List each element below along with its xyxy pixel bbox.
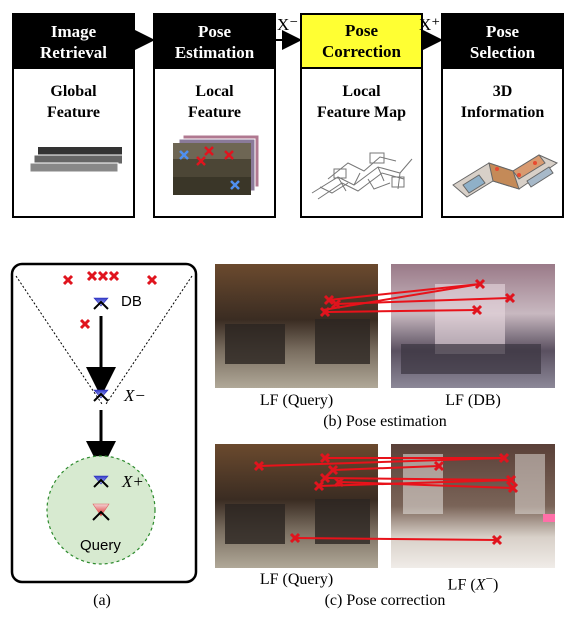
- x-minus-camera-icon: [93, 389, 109, 402]
- x-plus-arrow-label: X⁺: [419, 15, 441, 34]
- panel-c-x-minus-label: LF (X−): [391, 571, 555, 594]
- feature-marker: [319, 472, 331, 484]
- panel-b-caption: (b) Pose estimation: [323, 413, 447, 430]
- match-line: [294, 537, 498, 541]
- feature-marker: [327, 464, 339, 476]
- stage-content: 3D Information: [460, 83, 545, 121]
- match-line: [322, 283, 481, 311]
- feature-marker: [108, 270, 120, 282]
- panel-b-db-label: LF (DB): [445, 392, 501, 409]
- query-label: Query: [80, 537, 121, 554]
- panel-a-caption: (a): [93, 592, 111, 609]
- fov-right-line: [105, 275, 193, 405]
- feature-marker: [433, 460, 445, 472]
- feature-marker: [498, 452, 510, 464]
- pipeline-arrows: [135, 30, 443, 50]
- label-prefix: LF (: [447, 576, 476, 594]
- feature-marker: [319, 306, 331, 318]
- match-line: [318, 479, 512, 487]
- panel-c-query-label: LF (Query): [259, 571, 334, 588]
- feature-marker: [330, 298, 342, 310]
- label-suffix: ): [492, 576, 499, 594]
- feature-marker: [319, 452, 331, 464]
- panel-b-images: [215, 264, 555, 388]
- feature-marker: [146, 274, 158, 286]
- match-line: [326, 309, 478, 313]
- stage-pose-estimation: Pose Estimation Local Feature: [153, 13, 276, 218]
- match-line: [338, 481, 514, 489]
- match-lines: [322, 283, 511, 313]
- match-line: [332, 465, 440, 471]
- stage-pose-selection: Pose Selection 3D Information: [441, 13, 564, 218]
- query-camera-icon: [92, 503, 110, 521]
- feature-marker: [86, 270, 98, 282]
- feature-marker: [313, 480, 325, 492]
- match-lines: [258, 457, 514, 541]
- stage-image-retrieval: Image Retrieval Global Feature: [12, 13, 135, 218]
- feature-marker: [323, 294, 335, 306]
- local-feature-map-icon: [311, 152, 413, 200]
- stage-content: Local Feature: [187, 83, 241, 121]
- stage-title: Pose Correction: [302, 15, 421, 69]
- x-minus-arrow-label: X⁻: [277, 15, 299, 34]
- feature-marker: [474, 278, 486, 290]
- feature-marker: [504, 292, 516, 304]
- match-line: [328, 283, 481, 301]
- db-camera-icon: [93, 297, 109, 310]
- panel-a-diagram: [10, 262, 198, 584]
- feature-markers: [253, 452, 519, 546]
- feature-marker: [505, 474, 517, 486]
- local-feature-image-stack: [173, 134, 260, 195]
- stage-title: Pose Selection: [443, 15, 562, 69]
- stage-content: Global Feature: [46, 83, 100, 121]
- panel-c-caption: (c) Pose correction: [324, 592, 446, 609]
- feature-marker: [491, 534, 503, 546]
- feature-markers: [319, 278, 516, 318]
- panel-c-images: [215, 444, 555, 568]
- feature-marker: [79, 318, 91, 330]
- feature-marker: [97, 270, 109, 282]
- global-feature-icon: [29, 147, 122, 173]
- feature-marker: [507, 482, 519, 494]
- x-minus-label: X−: [124, 386, 146, 405]
- feature-marker: [289, 532, 301, 544]
- stage-content: Local Feature Map: [316, 83, 406, 121]
- feature-marker: [62, 274, 74, 286]
- 3d-information-icon: [452, 154, 559, 198]
- feature-marker: [253, 460, 265, 472]
- label-variable: X: [475, 576, 486, 594]
- x-plus-camera-icon: [93, 475, 109, 488]
- feature-marker: [333, 476, 345, 488]
- stage-title: Image Retrieval: [14, 15, 133, 69]
- match-line: [258, 457, 505, 467]
- x-plus-label: X+: [122, 472, 144, 491]
- panel-b-query-label: LF (Query): [259, 392, 334, 409]
- feature-markers: [62, 270, 158, 330]
- feature-marker: [471, 304, 483, 316]
- db-label: DB: [121, 293, 142, 310]
- stage-pose-correction: Pose Correction Local Feature Map: [300, 13, 423, 218]
- match-line: [324, 477, 512, 481]
- label-superscript: −: [485, 571, 493, 586]
- stage-title: Pose Estimation: [155, 15, 274, 69]
